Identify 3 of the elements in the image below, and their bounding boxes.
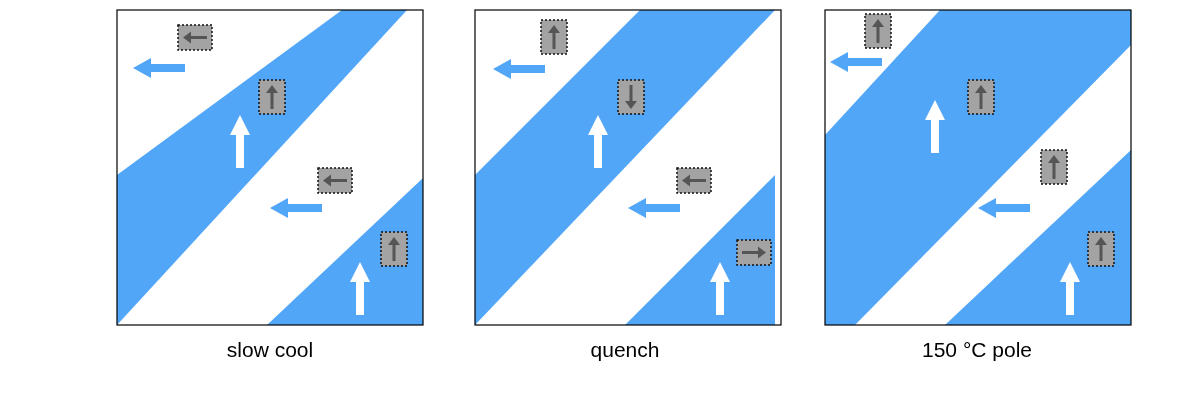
panel-label: slow cool: [226, 338, 314, 362]
panel-label: 150 °C pole: [922, 338, 1032, 362]
panel-label: quench: [590, 338, 660, 362]
